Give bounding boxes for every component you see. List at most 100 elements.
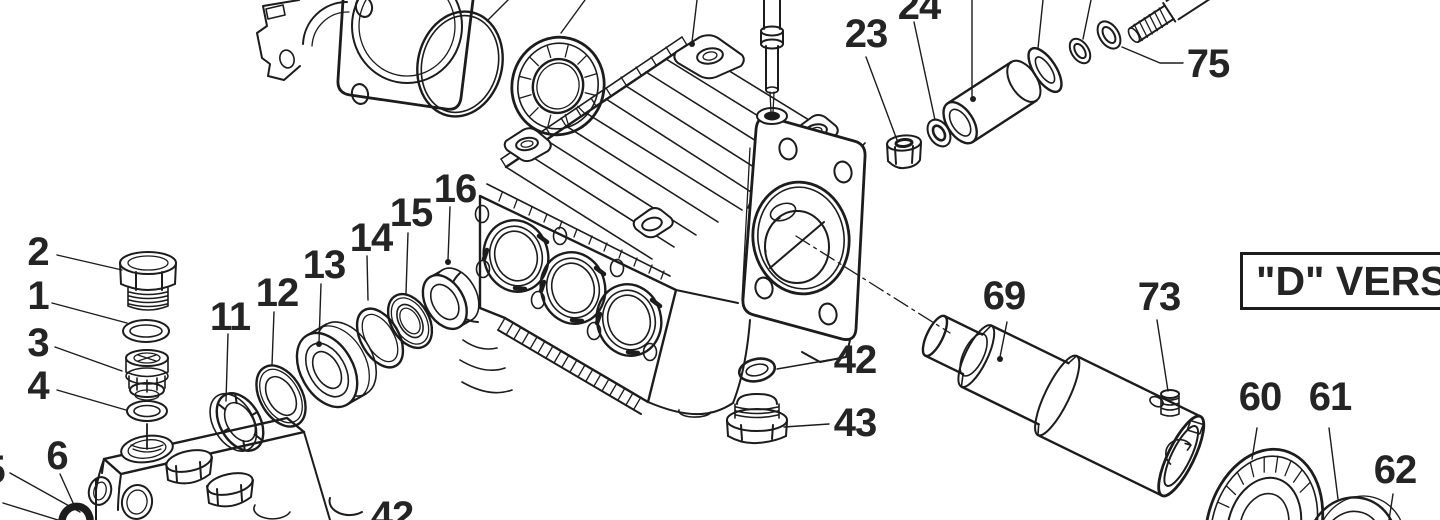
pump-shaft-69 (921, 314, 1206, 498)
mount-lug-left (503, 127, 552, 163)
flange-bolt-hole (354, 0, 374, 18)
manifold (87, 416, 363, 520)
callout-11: 11 (209, 295, 251, 339)
leader-dot (445, 259, 451, 265)
seal-washer-12 (255, 364, 307, 428)
housing-arc (302, 0, 348, 45)
bearing-rollers (519, 44, 597, 128)
manifold-lower-plug (253, 504, 291, 520)
callout-69: 69 (982, 274, 1027, 318)
valve-3 (125, 349, 169, 401)
mounting-flange-group (256, 0, 606, 137)
callout-23: 23 (844, 12, 889, 56)
flange-plate (336, 0, 475, 111)
front-overhang (486, 183, 671, 277)
callout-62: 62 (1373, 448, 1418, 492)
leader-3 (54, 346, 123, 372)
bore-1 (481, 219, 550, 293)
back-bracket (256, 0, 301, 81)
callout-24: 24 (897, 0, 942, 28)
callout-60: 60 (1238, 375, 1283, 419)
bracket-hole (279, 49, 295, 69)
leader-60 (1251, 427, 1258, 460)
callout-6: 6 (46, 434, 68, 478)
callout-2: 2 (27, 230, 49, 274)
manifold-plug-a (165, 449, 213, 485)
leader-14 (366, 255, 369, 301)
callout-5-partial: 5 (0, 449, 36, 491)
callout-3: 3 (27, 321, 49, 365)
leader-dot (970, 96, 976, 102)
fin-lines (505, 44, 862, 260)
leader-12 (271, 311, 275, 366)
manifold-front-port (120, 484, 154, 520)
leader-dot (316, 341, 322, 347)
manifold-side-port (87, 476, 113, 506)
valve-plug-2 (119, 251, 177, 311)
flange-foot (801, 339, 851, 363)
face-bolt-holes (474, 204, 658, 362)
leader-43 (783, 423, 830, 428)
callout-12: 12 (255, 271, 300, 315)
leader-73 (1156, 319, 1169, 392)
bracket-tab (265, 4, 286, 20)
nut-23 (886, 134, 922, 170)
flange-hole (778, 137, 798, 161)
callout-61: 61 (1308, 375, 1353, 419)
flange-hole (818, 302, 838, 326)
piston-pin-sleeve (942, 59, 1042, 145)
plunger-bores (474, 204, 663, 362)
leader-2 (56, 254, 123, 271)
leader-thrust-washer (1037, 0, 1044, 49)
leader-24 (913, 21, 936, 121)
flange-oring (416, 10, 504, 118)
oring-1 (122, 319, 170, 343)
leader-oring-small (1082, 0, 1092, 40)
plug-43 (726, 393, 788, 445)
leader-15 (405, 232, 409, 294)
bearing-rollers (1217, 455, 1311, 508)
version-box: "D" VERS (1240, 252, 1440, 310)
callout-16: 16 (433, 167, 478, 211)
flange-opening-inner (358, 0, 456, 77)
flange-bolt-hole (350, 83, 370, 105)
oil-boss (756, 107, 788, 125)
cut-off-digit-top (58, 502, 94, 520)
callout-14: 14 (349, 216, 394, 260)
overhang-ticks (498, 192, 665, 280)
leader-16 (447, 206, 451, 261)
lower-fins (459, 339, 513, 394)
body-seam (675, 289, 739, 304)
callout-42-bottom: 42 (370, 494, 415, 520)
callout-13: 13 (302, 243, 347, 287)
leader-corner (2, 502, 59, 520)
leader-13 (318, 283, 322, 343)
seal-ring-15 (386, 292, 434, 350)
leader-23 (865, 56, 898, 141)
flange-opening (351, 0, 463, 84)
dipstick-rod (760, 0, 784, 114)
version-box-label: "D" VERS (1256, 257, 1440, 304)
front-bearing (510, 35, 606, 137)
oring-75 (1096, 20, 1122, 50)
bore-3 (594, 283, 663, 357)
seal-cartridge-13 (295, 321, 378, 409)
leader-1 (51, 302, 128, 324)
bushing-16 (421, 267, 480, 331)
callout-4: 4 (27, 364, 49, 408)
serration-teeth (497, 317, 642, 410)
leader-lines (2, 0, 1394, 520)
callout-73: 73 (1137, 275, 1182, 319)
leader-6 (59, 473, 75, 506)
oring-42 (737, 357, 777, 383)
callout-15: 15 (389, 191, 434, 235)
leader-crankcase (691, 0, 698, 43)
oring-4 (126, 400, 168, 422)
manifold-plug-b (206, 472, 254, 508)
oring-small (1068, 37, 1092, 65)
rotation-arrow (1165, 438, 1192, 465)
leader-11 (225, 333, 229, 402)
leader-62 (1388, 493, 1394, 520)
